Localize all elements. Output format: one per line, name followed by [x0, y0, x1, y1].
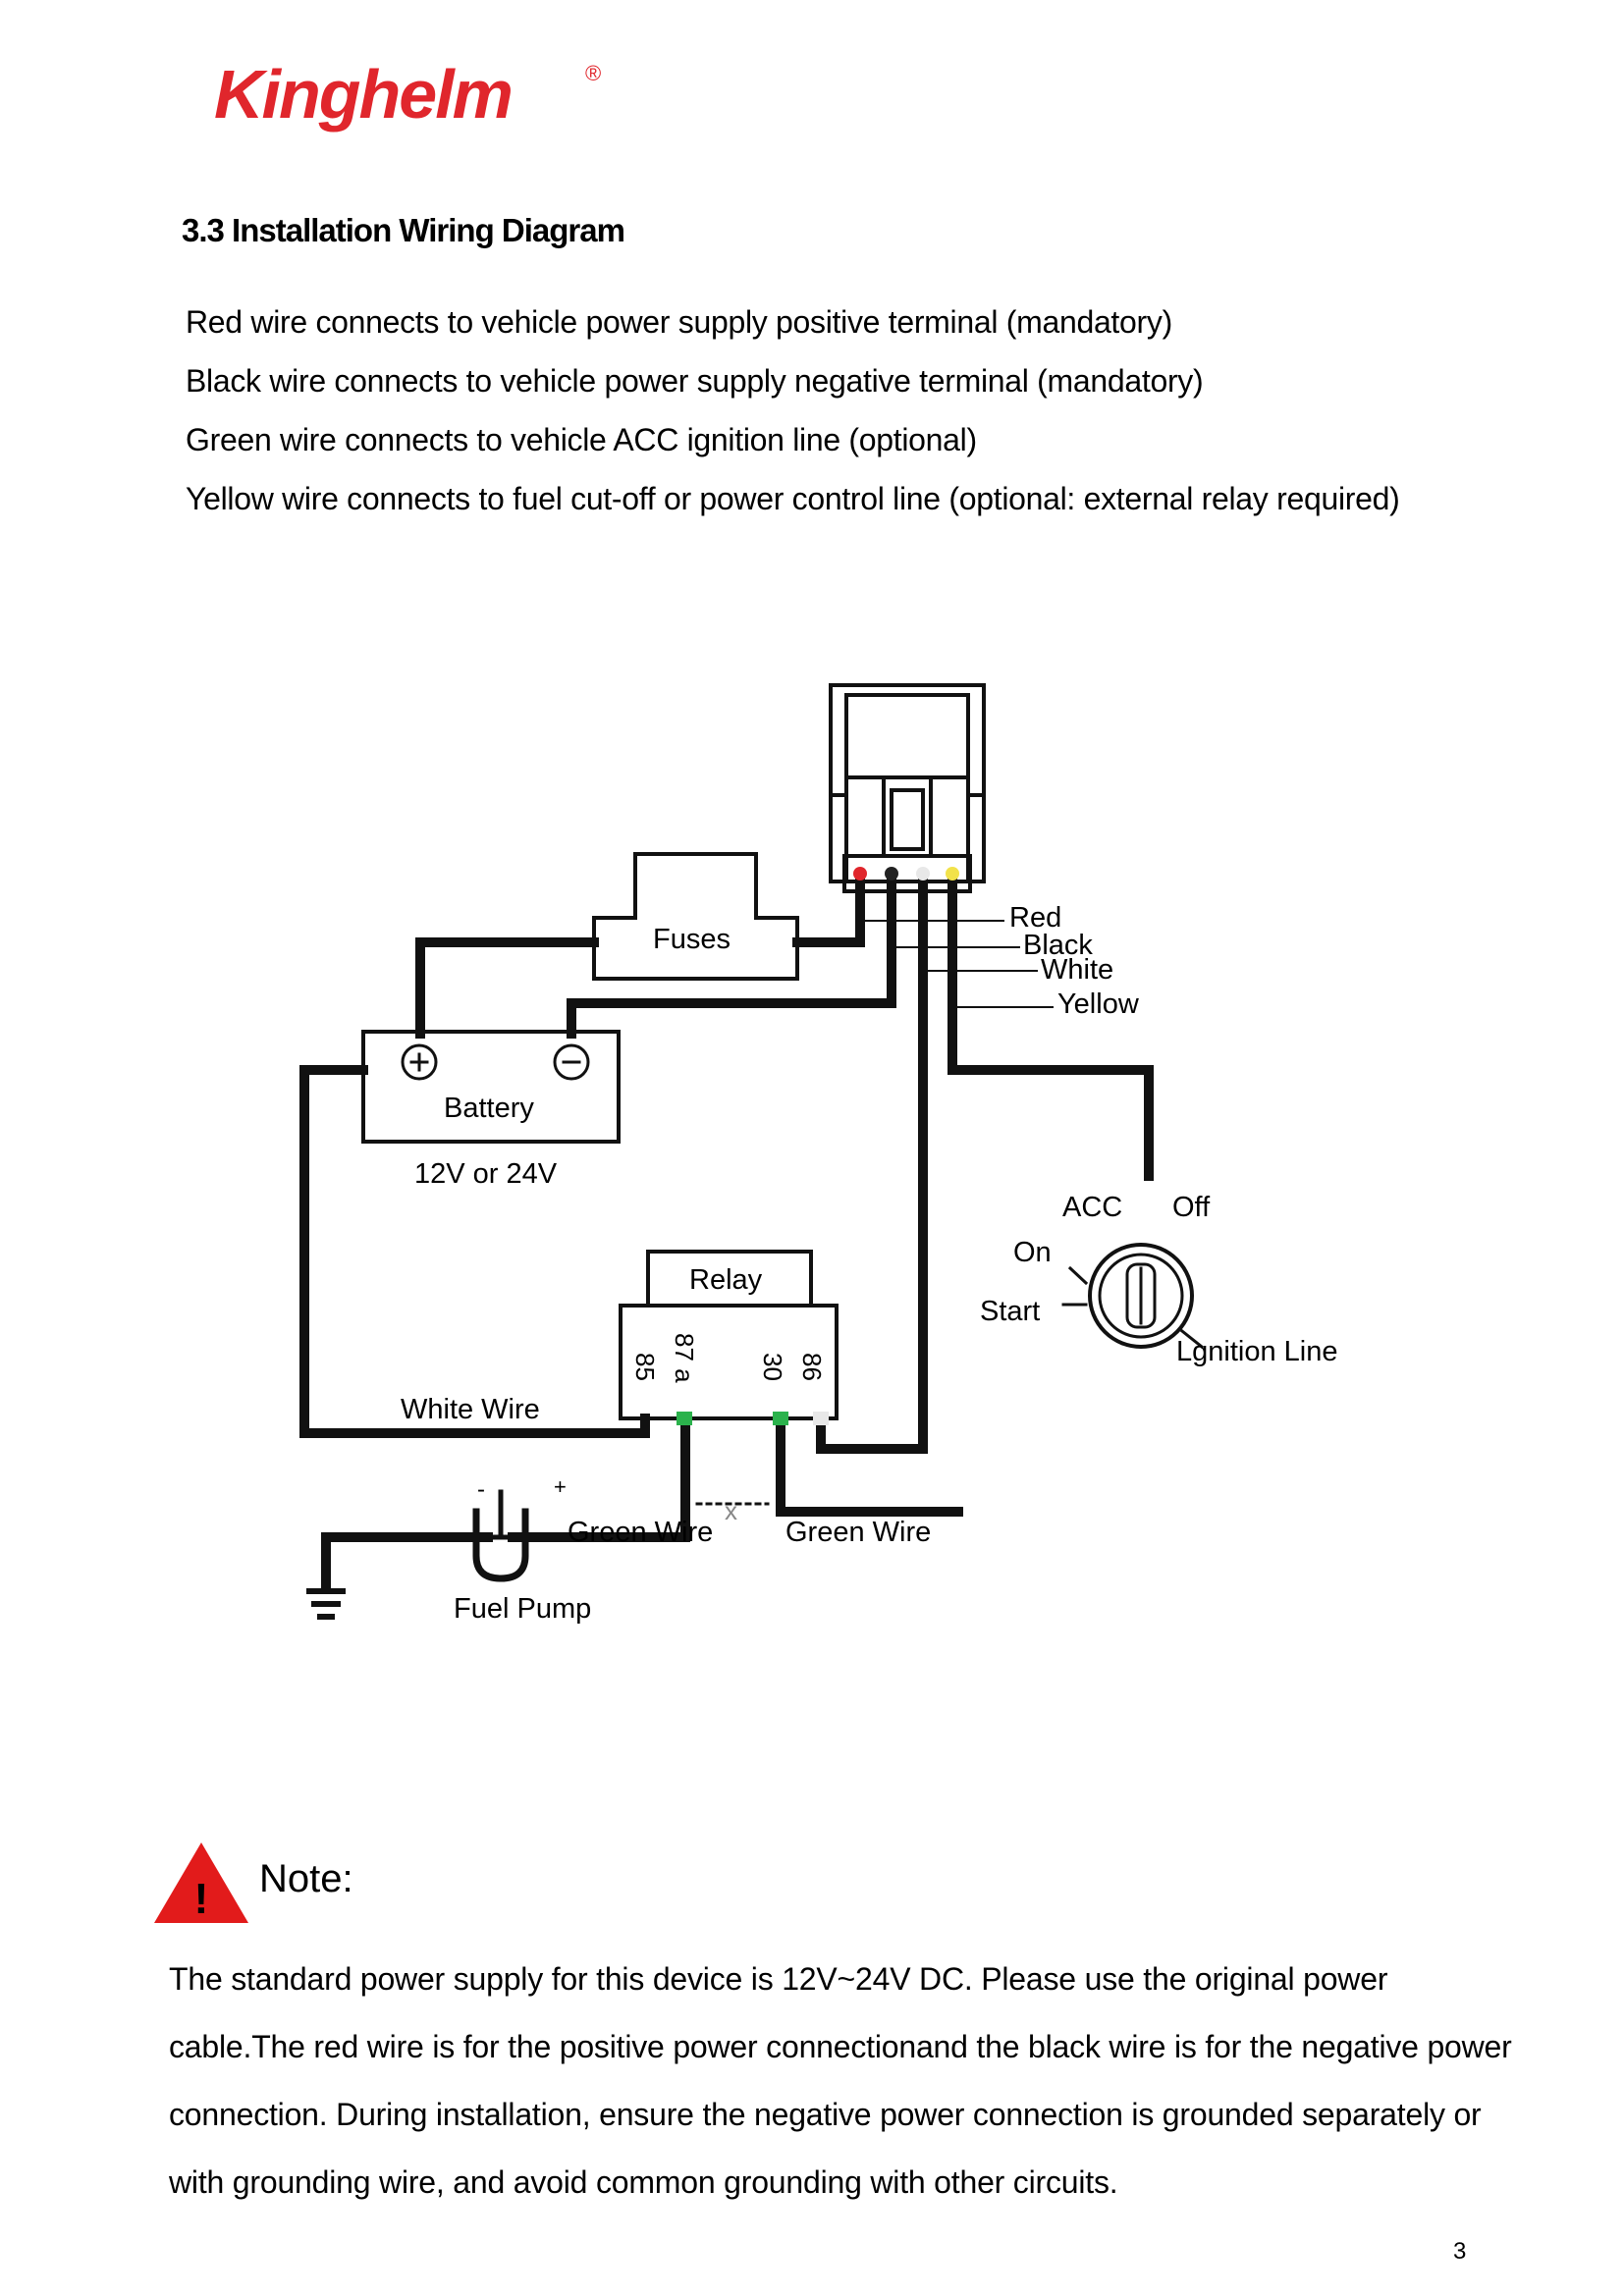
label-black: Black: [1023, 930, 1093, 961]
fuel-pump-label: Fuel Pump: [454, 1593, 591, 1625]
relay-pin-85: 85: [630, 1353, 660, 1381]
green-wire-right-label: Green Wire: [785, 1517, 931, 1548]
instruction-red: Red wire connects to vehicle power suppl…: [186, 304, 1172, 340]
relay-pin-87a: 87 a: [670, 1333, 699, 1383]
relay-pin-green-left: [677, 1412, 692, 1425]
ignition-switch-icon: [1088, 1243, 1194, 1349]
note-text: The standard power supply for this devic…: [169, 1961, 1512, 2200]
green-wire-left-label: Green Wire: [568, 1517, 713, 1548]
ground-icon: [306, 1588, 346, 1620]
note-label: Note:: [259, 1857, 353, 1900]
fuel-pump-plus: +: [554, 1474, 567, 1499]
relay-pin-green-right: [773, 1412, 788, 1425]
fuses-label: Fuses: [653, 924, 731, 955]
relay-pin-30: 30: [758, 1353, 787, 1381]
warning-triangle-icon: !: [154, 1842, 248, 1923]
pin-white: [916, 867, 930, 881]
label-red: Red: [1009, 902, 1061, 934]
relay-pin-white: [813, 1412, 829, 1425]
battery-minus-icon: [553, 1043, 590, 1081]
instruction-black: Black wire connects to vehicle power sup…: [186, 363, 1204, 399]
pin-red: [853, 867, 867, 881]
ignition-start: Start: [980, 1296, 1040, 1327]
registered-mark: ®: [585, 61, 601, 85]
fuel-pump-minus: -: [477, 1476, 485, 1503]
ignition-on: On: [1013, 1237, 1052, 1268]
battery-voltage: 12V or 24V: [414, 1158, 558, 1190]
brand-logo: Kinghelm ®: [214, 56, 601, 133]
page-number: 3: [1453, 2238, 1467, 2265]
device-connector: [829, 683, 986, 893]
instruction-yellow: Yellow wire connects to fuel cut-off or …: [186, 481, 1400, 516]
instruction-green: Green wire connects to vehicle ACC ignit…: [186, 422, 977, 457]
warning-glyph: !: [194, 1875, 209, 1923]
pin-yellow: [946, 867, 959, 881]
ignition-line: Lgnition Line: [1176, 1336, 1337, 1367]
label-white: White: [1041, 954, 1113, 986]
ignition-acc: ACC: [1062, 1192, 1122, 1223]
brand-name: Kinghelm: [214, 56, 512, 133]
relay-body: [619, 1304, 839, 1420]
relay-pin-86: 86: [797, 1353, 827, 1381]
section-heading: 3.3 Installation Wiring Diagram: [182, 212, 625, 248]
pin-black: [885, 867, 898, 881]
wiring-instructions: Red wire connects to vehicle power suppl…: [186, 293, 1400, 528]
battery-label: Battery: [444, 1093, 534, 1124]
white-wire-label: White Wire: [401, 1394, 540, 1425]
fuel-pump-icon: [472, 1489, 529, 1582]
cut-mark: x: [725, 1496, 737, 1525]
battery-box: [361, 1030, 621, 1144]
battery-plus-icon: [401, 1043, 438, 1081]
ignition-off: Off: [1172, 1192, 1211, 1223]
label-yellow: Yellow: [1057, 988, 1140, 1020]
wiring-diagram: Red Black White Yellow Fuses Battery 12V…: [299, 683, 1337, 1625]
relay-label: Relay: [689, 1264, 763, 1296]
fuses-box: [592, 852, 799, 981]
